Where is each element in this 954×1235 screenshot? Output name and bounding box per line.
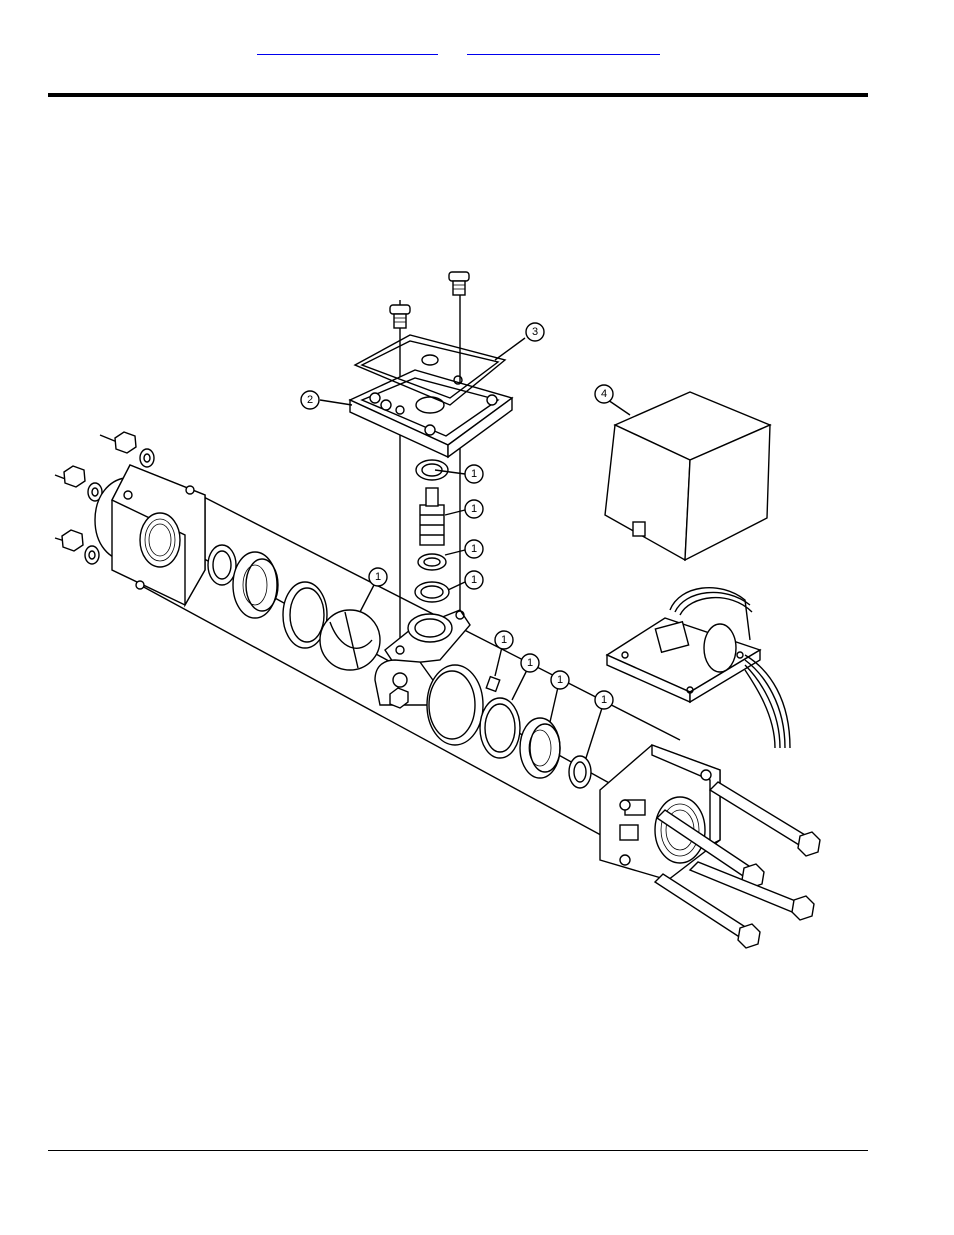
callout-1h: 1 bbox=[551, 671, 569, 689]
svg-text:2: 2 bbox=[307, 394, 313, 406]
svg-text:4: 4 bbox=[601, 388, 607, 400]
callout-1g: 1 bbox=[521, 654, 539, 672]
svg-text:1: 1 bbox=[471, 503, 477, 515]
callout-1e: 1 bbox=[369, 568, 387, 586]
footer-rule bbox=[48, 1150, 868, 1151]
callout-3: 3 bbox=[526, 323, 544, 341]
svg-text:1: 1 bbox=[471, 574, 477, 586]
callout-1c: 1 bbox=[465, 540, 483, 558]
callout-2: 2 bbox=[301, 391, 319, 409]
svg-text:1: 1 bbox=[471, 468, 477, 480]
svg-text:1: 1 bbox=[601, 694, 607, 706]
left-flange bbox=[95, 465, 205, 605]
top-screws bbox=[390, 272, 469, 328]
callout-4: 4 bbox=[595, 385, 613, 403]
right-flange bbox=[600, 745, 720, 880]
callout-1b: 1 bbox=[465, 500, 483, 518]
svg-text:3: 3 bbox=[532, 326, 538, 338]
svg-text:1: 1 bbox=[471, 543, 477, 555]
svg-text:1: 1 bbox=[527, 657, 533, 669]
callout-1d: 1 bbox=[465, 571, 483, 589]
switch-plate-wires bbox=[607, 588, 790, 748]
top-cover-assembly bbox=[350, 335, 512, 457]
svg-text:1: 1 bbox=[501, 634, 507, 646]
svg-text:1: 1 bbox=[557, 674, 563, 686]
svg-text:1: 1 bbox=[375, 571, 381, 583]
callout-1a: 1 bbox=[465, 465, 483, 483]
left-seals-ball bbox=[208, 545, 380, 670]
callout-1i: 1 bbox=[595, 691, 613, 709]
callout-1f: 1 bbox=[495, 631, 513, 649]
actuator-cover bbox=[605, 392, 770, 560]
